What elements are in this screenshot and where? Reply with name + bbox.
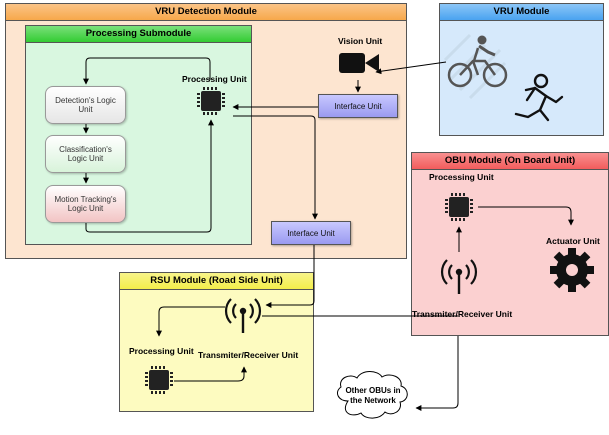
processing-submodule-processing-unit-label: Processing Unit bbox=[182, 74, 247, 84]
obu-module: OBU Module (On Board Unit) bbox=[411, 152, 609, 336]
cloud-shape bbox=[337, 371, 408, 419]
obu-module-title: OBU Module (On Board Unit) bbox=[412, 153, 608, 170]
processing-submodule-title: Processing Submodule bbox=[26, 26, 251, 43]
rsu-processing-unit-label: Processing Unit bbox=[129, 346, 194, 356]
motion-tracking-logic-unit: Motion Tracking's Logic Unit bbox=[45, 185, 126, 223]
rsu-chip-icon bbox=[145, 366, 173, 394]
vru-module-title: VRU Module bbox=[440, 4, 603, 21]
detection-logic-unit: Detection's Logic Unit bbox=[45, 86, 126, 124]
interface-unit-top: Interface Unit bbox=[318, 94, 398, 118]
interface-unit-bottom: Interface Unit bbox=[271, 221, 351, 245]
obu-transceiver-label: Transmiter/Receiver Unit bbox=[412, 309, 513, 319]
cloud-label: Other OBUs in the Network bbox=[345, 386, 401, 405]
processing-submodule-chip-icon bbox=[197, 87, 225, 115]
logic-chain-connectors bbox=[83, 57, 214, 233]
rsu-connectors bbox=[156, 245, 458, 382]
obu-antenna-icon bbox=[440, 258, 478, 296]
processing-submodule: Processing Submodule bbox=[25, 25, 252, 245]
classification-logic-unit: Classification's Logic Unit bbox=[45, 135, 126, 173]
rsu-antenna-icon bbox=[224, 297, 262, 335]
running-person-icon bbox=[514, 73, 564, 122]
video-camera-icon bbox=[339, 53, 379, 73]
rsu-module-title: RSU Module (Road Side Unit) bbox=[120, 273, 313, 290]
obu-connectors bbox=[415, 206, 574, 411]
vision-unit-label: Vision Unit bbox=[338, 36, 383, 46]
vru-detection-connectors bbox=[232, 61, 447, 220]
actuator-unit-label: Actuator Unit bbox=[546, 236, 600, 246]
vru-detection-module-title: VRU Detection Module bbox=[6, 4, 406, 21]
obu-chip-icon bbox=[445, 193, 473, 221]
obu-processing-unit-label: Processing Unit bbox=[429, 172, 494, 182]
gear-icon bbox=[550, 248, 594, 292]
rsu-transceiver-label: Transmiter/Receiver Unit bbox=[198, 350, 299, 360]
cyclist-icon bbox=[443, 33, 508, 100]
